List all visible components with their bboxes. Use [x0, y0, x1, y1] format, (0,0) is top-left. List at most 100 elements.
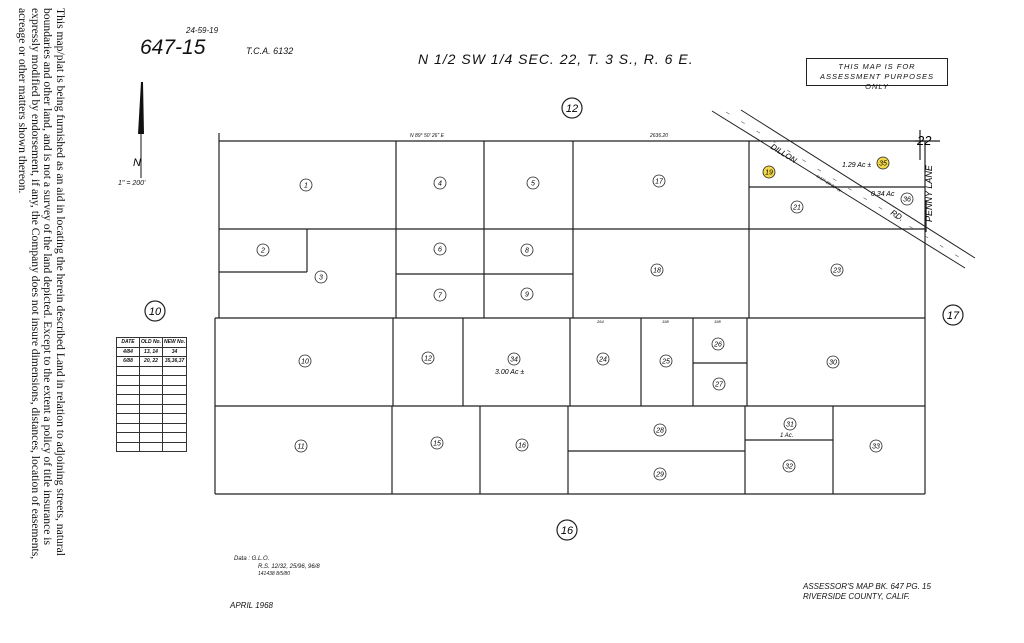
frontage-25: 198 — [662, 319, 669, 324]
parcel-17: 17 — [655, 179, 664, 186]
adjoining-section-circle — [144, 300, 166, 322]
parcel-circle — [314, 270, 328, 284]
record-of-survey: R.S. 12/32, 25/96, 96/8 — [258, 564, 320, 570]
parcel-circle — [762, 165, 776, 179]
dillon-bearing: N 57° 28' 00" W — [815, 174, 843, 194]
parcel-circle — [526, 176, 540, 190]
tca: T.C.A. 6132 — [246, 46, 294, 56]
parcel-5: 5 — [531, 181, 535, 188]
parcel-31: 31 — [786, 422, 794, 429]
acreage-31: 1 Ac. — [780, 433, 793, 439]
section-title: N 1/2 SW 1/4 SEC. 22, T. 3 S., R. 6 E. — [418, 51, 694, 67]
parcel-3: 3 — [319, 275, 323, 282]
parcel-circle — [711, 337, 725, 351]
north-arrow — [138, 82, 144, 134]
sub-number: 24-59-19 — [186, 26, 219, 35]
parcel-26: 26 — [713, 342, 722, 349]
parcel-4: 4 — [438, 181, 442, 188]
parcel-circle — [790, 200, 804, 214]
acreage-34: 3.00 Ac ± — [495, 369, 524, 376]
parcel-circle — [520, 287, 534, 301]
parcel-circle — [650, 263, 664, 277]
notice-line: THIS MAP IS FOR — [838, 62, 916, 71]
parcel-34: 34 — [510, 357, 518, 364]
parcel-15: 15 — [433, 441, 441, 448]
parcel-circle — [900, 192, 914, 206]
parcel-24: 24 — [598, 357, 607, 364]
adjoining-section-circle — [561, 97, 583, 119]
parcel-circle — [298, 354, 312, 368]
data-source: Data : G.L.O. — [234, 556, 270, 562]
parcel-circle — [652, 174, 666, 188]
parcel-36: 36 — [903, 197, 911, 204]
parcel-circle — [782, 459, 796, 473]
parcel-25: 25 — [661, 359, 670, 366]
book-page: ASSESSOR'S MAP BK. 647 PG. 15 — [803, 582, 931, 591]
parcel-circle — [433, 242, 447, 256]
dillon-road-edge — [711, 110, 966, 269]
parcel-29: 29 — [655, 472, 664, 479]
parcel-circle — [653, 423, 667, 437]
parcel-circle — [869, 439, 883, 453]
frontage-26: 198 — [714, 319, 721, 324]
acreage-36: 0.34 Ac — [871, 191, 895, 198]
parcel-6: 6 — [438, 247, 442, 254]
scale: 1" = 200' — [118, 180, 146, 187]
adjoining-section-circle — [942, 304, 964, 326]
parcel-circle — [299, 178, 313, 192]
parcel-19: 19 — [765, 170, 773, 177]
parcel-1: 1 — [304, 183, 308, 190]
adjoining-section-south: 16 — [561, 525, 574, 537]
reference: 141438 8/5/80 — [258, 571, 290, 577]
distance: 2636.20 — [650, 133, 669, 139]
parcel-circle — [876, 156, 890, 170]
parcel-circle — [659, 354, 673, 368]
north-icon: N — [133, 157, 141, 169]
parcel-circle — [433, 176, 447, 190]
parcel-9: 9 — [525, 292, 529, 299]
parcel-8: 8 — [525, 248, 529, 255]
parcel-32: 32 — [785, 464, 793, 471]
adjoining-section-west: 10 — [149, 306, 162, 318]
parcel-12: 12 — [424, 356, 432, 363]
parcel-27: 27 — [714, 382, 724, 389]
parcel-circle — [826, 355, 840, 369]
parcel-circle — [294, 439, 308, 453]
parcel-28: 28 — [655, 428, 664, 435]
parcel-16: 16 — [518, 443, 526, 450]
parcel-33: 33 — [872, 444, 880, 451]
map-number: 647-15 — [140, 36, 206, 59]
parcel-7: 7 — [438, 293, 443, 300]
parcel-circle — [515, 438, 529, 452]
adjoining-section-circle — [556, 519, 578, 541]
parcel-2: 2 — [260, 248, 265, 255]
parcel-circle — [712, 377, 726, 391]
acreage-35: 1.29 Ac ± — [842, 162, 871, 169]
table-cell — [161, 441, 188, 452]
notice-line: ASSESSMENT PURPOSES ONLY — [819, 72, 935, 91]
parcel-circle — [830, 263, 844, 277]
dillon-road-label: DILLON — [769, 142, 798, 165]
parcel-35: 35 — [879, 161, 887, 168]
parcel-18: 18 — [653, 268, 661, 275]
dillon-road-edge — [740, 109, 976, 259]
section-corner: 22 — [916, 133, 932, 148]
parcel-circle — [433, 288, 447, 302]
parcel-circle — [421, 351, 435, 365]
adjoining-section-north: 12 — [566, 103, 578, 115]
frontage-24: 264 — [596, 319, 604, 324]
parcel-23: 23 — [832, 268, 841, 275]
adjoining-section-east: 17 — [947, 310, 960, 322]
penny-lane-label: PENNY LANE — [924, 164, 934, 222]
bearing: N 89° 50' 26" E — [410, 133, 444, 139]
parcel-21: 21 — [792, 205, 801, 212]
map-date: APRIL 1968 — [230, 601, 273, 610]
parcel-circle — [430, 436, 444, 450]
parcel-circle — [256, 243, 270, 257]
parcel-circle — [783, 417, 797, 431]
parcel-10: 10 — [301, 359, 309, 366]
dillon-road-suffix: RD. — [889, 208, 905, 223]
